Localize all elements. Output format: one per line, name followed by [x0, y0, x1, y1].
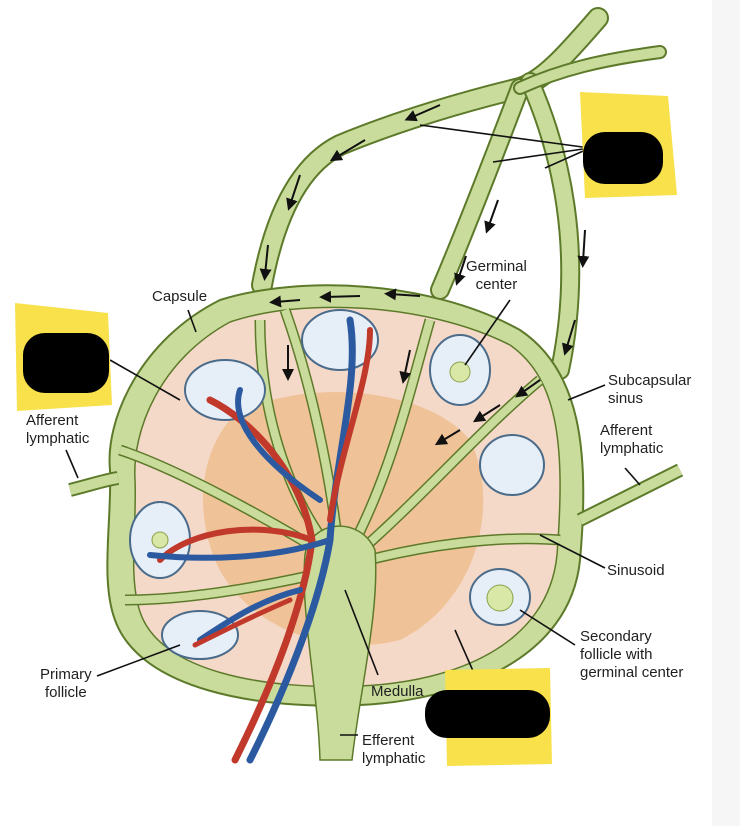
blood-vessels — [147, 316, 373, 764]
page-edge-strip — [712, 0, 740, 826]
label-primary-follicle: Primary follicle — [40, 666, 92, 701]
label-germinal-center: Germinal center — [466, 258, 527, 293]
label-efferent-lymphatic: Efferent lymphatic — [362, 732, 426, 767]
redaction-mark — [583, 132, 663, 184]
flow-arrow-icon — [259, 104, 590, 446]
label-capsule: Capsule — [152, 288, 208, 305]
label-subcapsular-sinus: Subcapsular sinus — [608, 372, 692, 407]
label-medulla: Medulla — [371, 683, 424, 700]
label-sinusoid: Sinusoid — [607, 562, 665, 579]
label-secondary-follicle: Secondary follicle with germinal center — [580, 628, 684, 681]
redaction-mark — [425, 690, 550, 738]
label-afferent-lymphatic-left: Afferent lymphatic — [26, 412, 90, 447]
redaction-mark — [23, 333, 109, 393]
label-afferent-lymphatic-right: Afferent lymphatic — [600, 422, 664, 457]
leader-lines — [65, 124, 641, 736]
